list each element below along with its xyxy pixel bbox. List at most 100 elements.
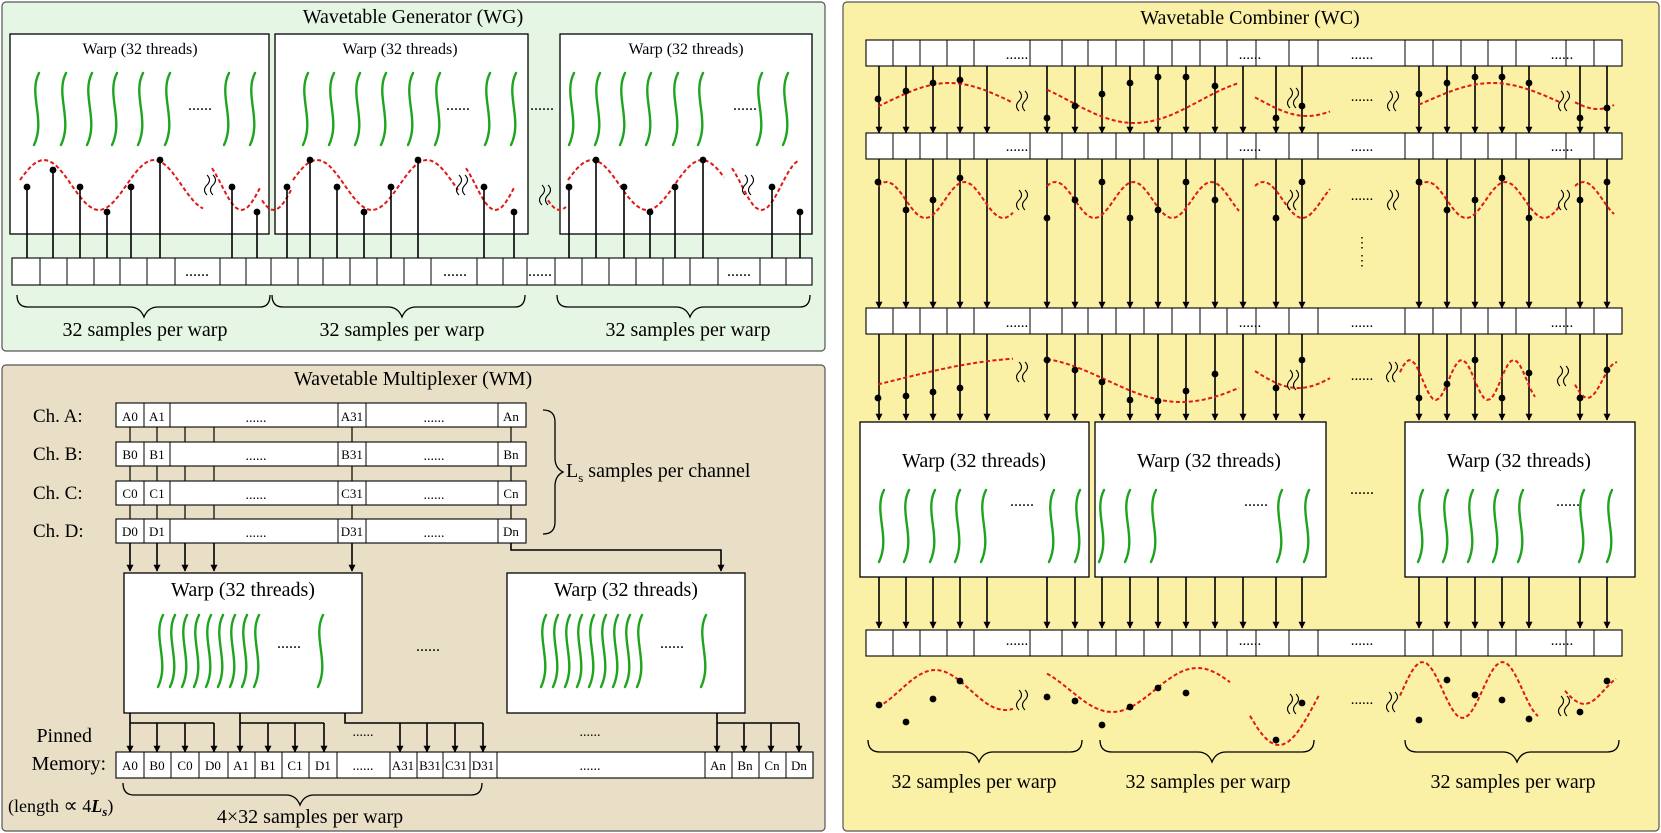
wm-warp-1-ellipsis: ...... <box>277 635 301 652</box>
sample-dot <box>1298 102 1306 110</box>
wm-cell-b0: B0 <box>122 447 137 462</box>
sample-dot <box>929 388 937 396</box>
wc-buffer-row <box>865 307 1623 335</box>
thread-icon <box>671 71 680 147</box>
thread-icon <box>379 71 388 147</box>
wave-segment <box>1046 666 1231 714</box>
wm-caption: 4×32 samples per warp <box>217 806 403 828</box>
sample-dot <box>360 208 368 216</box>
sample-dot <box>874 178 882 186</box>
wc-row3-ellipsis-4: ...... <box>1551 315 1574 331</box>
sample-dot <box>565 183 573 191</box>
thread-icon <box>204 613 213 689</box>
thread-icon <box>509 71 518 147</box>
thread-icon <box>252 613 261 689</box>
wave-segment <box>1254 180 1331 220</box>
sample-dot <box>1154 73 1162 81</box>
sample-dot <box>1154 684 1162 692</box>
sample-dot <box>1498 394 1506 402</box>
wm-cell-d1: D1 <box>149 524 165 539</box>
thread-icon <box>1047 488 1056 564</box>
break-icon <box>1015 90 1029 112</box>
wg-brace-1 <box>16 294 271 319</box>
wm-cell-d31: D31 <box>341 524 363 539</box>
wc-row-frame <box>865 629 1623 657</box>
sample-dot <box>1098 178 1106 186</box>
wg-caption-3: 32 samples per warp <box>606 319 771 341</box>
wm-ls-brace <box>542 409 565 535</box>
wm-channel-frame <box>115 402 527 428</box>
thread-icon <box>316 613 325 689</box>
wm-warp-2: Warp (32 threads) ...... <box>506 572 746 714</box>
break-icon <box>1557 695 1571 717</box>
pinned-frame <box>115 751 814 779</box>
wc-thread-glyphs <box>877 488 1614 564</box>
wg-between-warps-ellipsis: ...... <box>530 97 554 114</box>
sample-dot <box>1298 356 1306 364</box>
wg-warp-3: Warp (32 threads) ...... <box>559 33 813 235</box>
sample-dot <box>1603 366 1611 374</box>
wc-warp-3-ellipsis: ...... <box>1556 493 1580 510</box>
sample-dot <box>768 183 776 191</box>
wg-warp-2-label: Warp (32 threads) <box>342 41 457 58</box>
wg-warp-3-ellipsis: ...... <box>733 97 757 114</box>
wc-between-warps-ellipsis: ...... <box>1350 481 1374 498</box>
thread-icon <box>85 71 94 147</box>
wm-channel-d-label: Ch. D: <box>33 521 84 542</box>
wc-row-frame <box>865 307 1623 335</box>
wm-channel-a-ellipsis-2: ...... <box>424 411 445 426</box>
pinned-cell-label: An <box>710 758 726 773</box>
wm-channel-b-ellipsis-2: ...... <box>424 449 445 464</box>
sample-dot <box>1126 396 1134 404</box>
break-icon <box>1286 369 1300 391</box>
thread-icon <box>353 71 362 147</box>
break-icon <box>1385 361 1399 383</box>
pinned-cell-label: B1 <box>260 758 275 773</box>
thread-icon <box>953 488 962 564</box>
wm-pinned-ellipsis-1: ...... <box>353 725 374 740</box>
thread-icon <box>699 613 708 689</box>
wave-segment <box>1254 370 1331 389</box>
thread-icon <box>301 71 310 147</box>
wc-warp-1: Warp (32 threads) ...... <box>859 421 1090 578</box>
wm-warp-1: Warp (32 threads) ...... <box>123 572 363 714</box>
wave-segment <box>1418 82 1561 106</box>
wc-warp-2-label: Warp (32 threads) <box>1137 450 1281 472</box>
break-icon <box>1386 189 1400 211</box>
thread-icon <box>1302 488 1311 564</box>
break-icon <box>1286 693 1300 715</box>
wave-segment <box>1574 180 1615 215</box>
thread-icon <box>248 71 257 147</box>
wm-cell-a31: A31 <box>341 409 363 424</box>
wg-caption-2: 32 samples per warp <box>320 319 485 341</box>
sample-dot <box>956 76 964 84</box>
thread-icon <box>433 71 442 147</box>
thread-icon <box>163 71 172 147</box>
wm-cell-d0: D0 <box>122 524 138 539</box>
sample-dot <box>1071 196 1079 204</box>
sample-dot <box>1498 174 1506 182</box>
wc-warp-2: Warp (32 threads) ...... <box>1094 421 1327 578</box>
thread-icon <box>611 613 620 689</box>
sample-dot <box>929 695 937 703</box>
thread-icon <box>136 71 145 147</box>
wc-row1-ellipsis-1: ...... <box>1006 47 1029 63</box>
wc-row1-ellipsis-4: ...... <box>1551 47 1574 63</box>
wc-row3-ellipsis-1: ...... <box>1006 315 1029 331</box>
wc-row3-ellipsis-3: ...... <box>1351 315 1374 331</box>
sample-dot <box>1098 378 1106 386</box>
sample-dot <box>592 156 600 164</box>
wm-channel-b-label: Ch. B: <box>33 444 83 465</box>
thread-icon <box>1441 488 1450 564</box>
sample-dot <box>699 156 707 164</box>
sample-dot <box>1298 699 1306 707</box>
wm-channel-frame <box>115 480 527 506</box>
break-icon <box>1386 90 1400 112</box>
wm-cell-cn: Cn <box>503 486 519 501</box>
sample-dot <box>1126 79 1134 87</box>
wc-row2-ellipsis-2: ...... <box>1239 139 1262 155</box>
wc-row-frame <box>865 132 1623 160</box>
wg-caption-1: 32 samples per warp <box>63 319 228 341</box>
wg-warp-2: Warp (32 threads) ...... <box>274 33 529 235</box>
